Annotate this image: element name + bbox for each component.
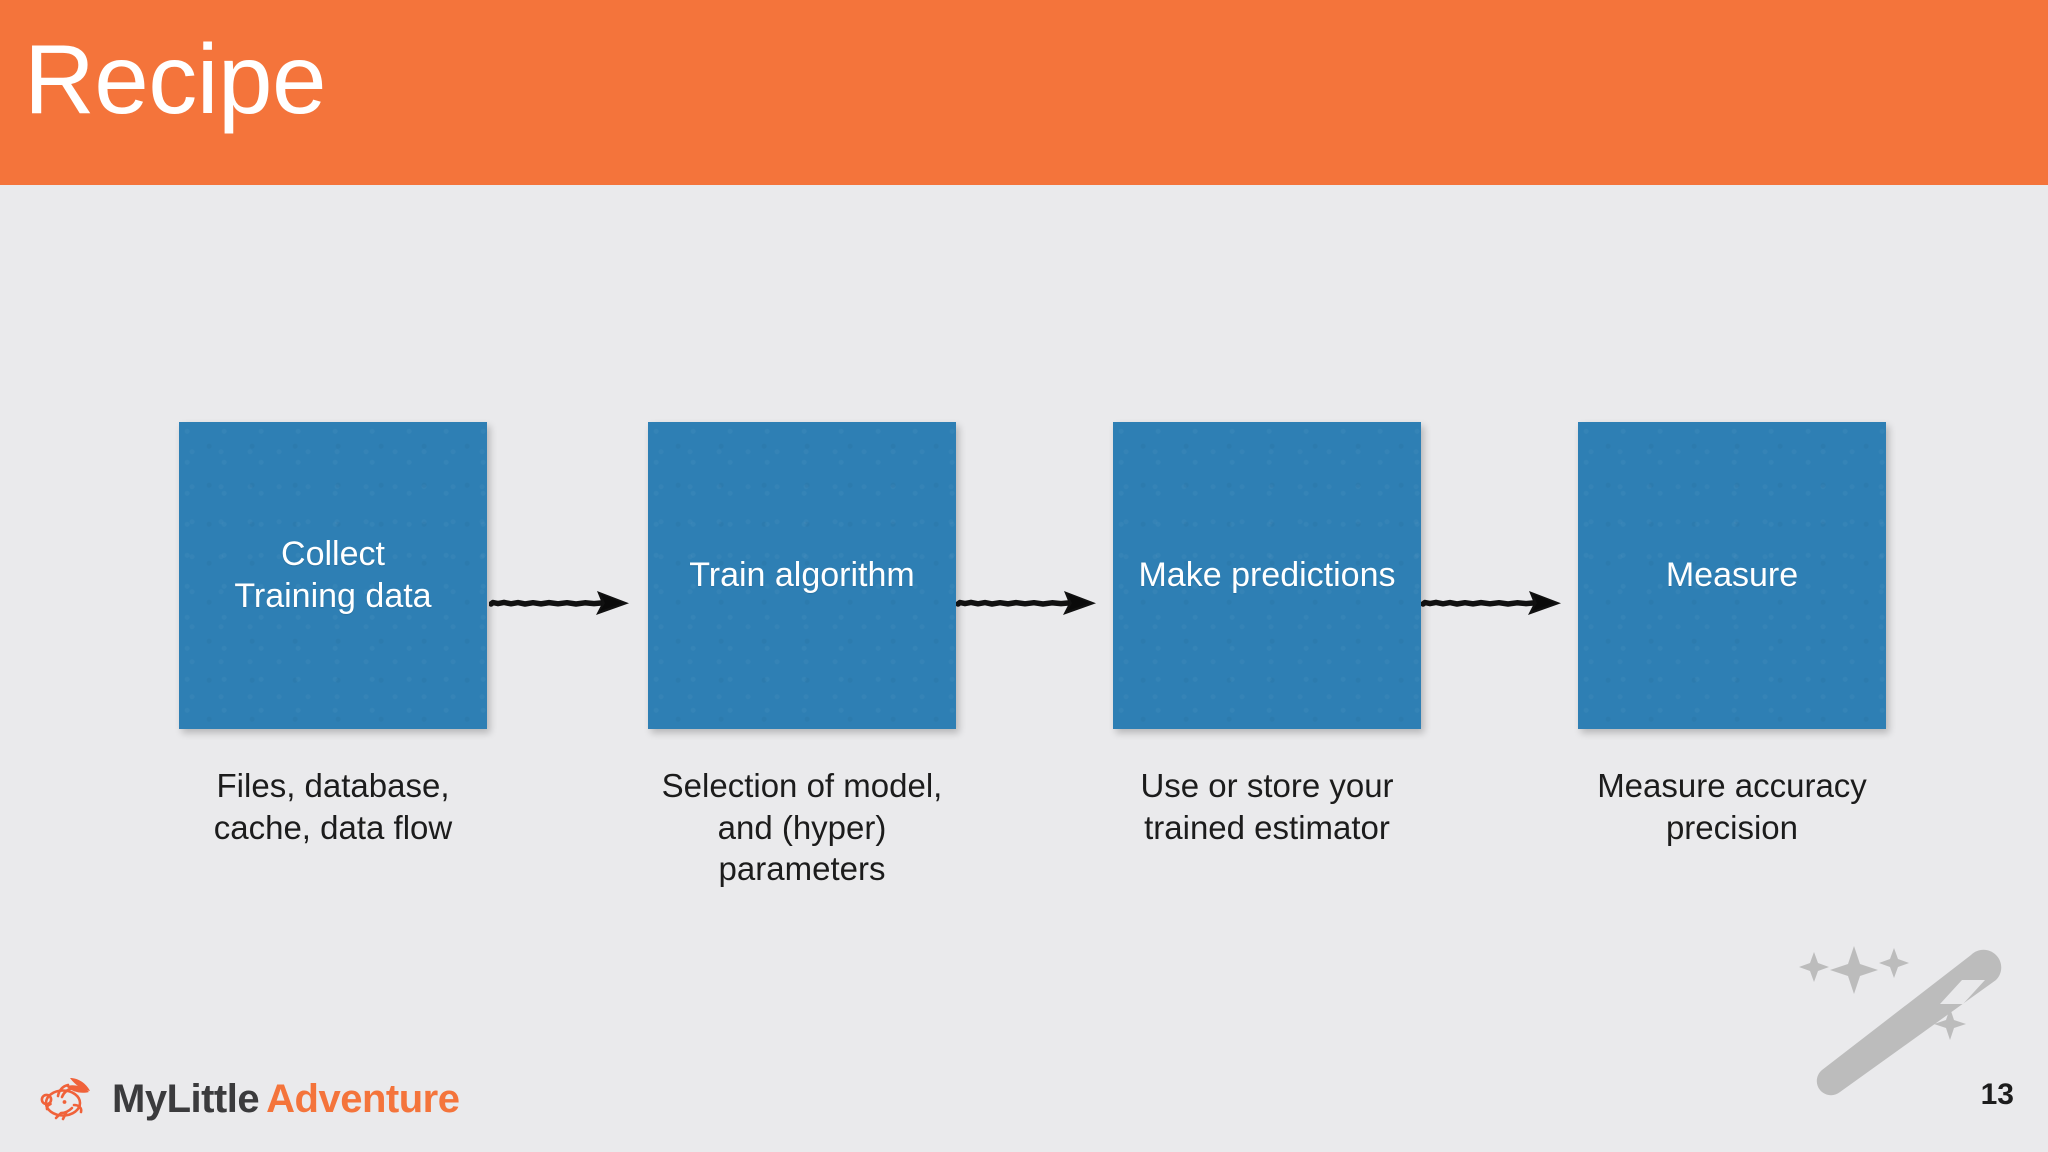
arrow-collect-to-train-icon	[489, 591, 629, 615]
flow-step-caption: Use or store your trained estimator	[1140, 767, 1394, 846]
flow-step-box[interactable]: Train algorithm	[648, 422, 956, 729]
magic-wand-icon	[1799, 946, 2002, 1096]
flow-step-label: Make predictions	[1138, 555, 1396, 594]
flow-step-label: Measure	[1665, 555, 1799, 594]
logo-text-accent: Adventure	[266, 1076, 460, 1121]
flow-step-predict[interactable]: Make predictions Use or store your train…	[1113, 422, 1421, 848]
arrow-predict-to-measure-icon	[1421, 591, 1561, 615]
flow-step-caption: Selection of model, and (hyper) paramete…	[661, 767, 943, 888]
arrow-train-to-predict-icon	[956, 591, 1096, 615]
flow-step-label: Train algorithm	[689, 555, 915, 594]
flow-step-caption: Files, database, cache, data flow	[213, 767, 453, 846]
page-title: Recipe	[24, 24, 327, 134]
flow-diagram: Collect Training data Files, database, c…	[0, 185, 2048, 1152]
flow-step-label: Collect Training data	[234, 535, 432, 615]
flow-step-collect[interactable]: Collect Training data Files, database, c…	[179, 422, 487, 848]
winged-rabbit-icon	[40, 1078, 90, 1121]
logo-text-primary: MyLittle	[112, 1076, 260, 1121]
flow-step-caption: Measure accuracy precision	[1597, 767, 1867, 846]
page-number: 13	[1980, 1078, 2014, 1111]
flow-step-train[interactable]: Train algorithm Selection of model, and …	[648, 422, 956, 890]
slide-header-band: Recipe	[0, 0, 2048, 185]
flow-step-measure[interactable]: Measure Measure accuracy precision	[1578, 422, 1886, 848]
flow-step-box[interactable]: Collect Training data	[179, 422, 487, 729]
flow-step-box[interactable]: Make predictions	[1113, 422, 1421, 729]
flow-step-box[interactable]: Measure	[1578, 422, 1886, 729]
